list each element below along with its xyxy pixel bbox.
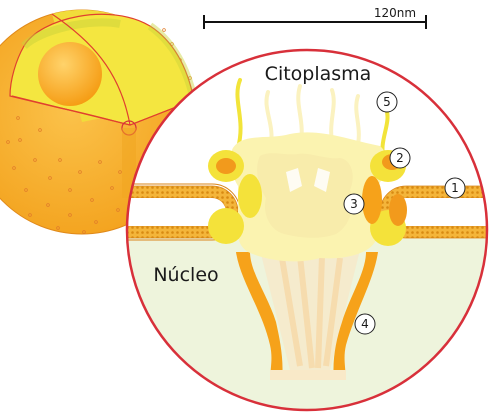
scale-bar: 120nm	[203, 6, 427, 29]
cell-illustration	[0, 9, 196, 235]
callout-2: 2	[389, 147, 411, 169]
callout-4: 4	[354, 313, 376, 335]
callout-2-number: 2	[396, 151, 404, 165]
callout-3: 3	[343, 193, 365, 215]
nuclear-basket	[236, 250, 378, 380]
nucleus-label: Núcleo	[153, 264, 218, 286]
callout-3-number: 3	[350, 197, 358, 211]
nucleolus	[38, 42, 102, 106]
scale-bar-label: 120nm	[374, 6, 416, 20]
cytoplasm-label: Citoplasma	[265, 63, 372, 85]
callout-1-number: 1	[451, 181, 459, 195]
callout-5-number: 5	[383, 95, 391, 109]
callout-1: 1	[444, 177, 466, 199]
zoom-connector	[122, 128, 136, 198]
callout-4-number: 4	[361, 317, 369, 331]
callout-5: 5	[376, 91, 398, 113]
magnifier-outline	[125, 48, 489, 412]
